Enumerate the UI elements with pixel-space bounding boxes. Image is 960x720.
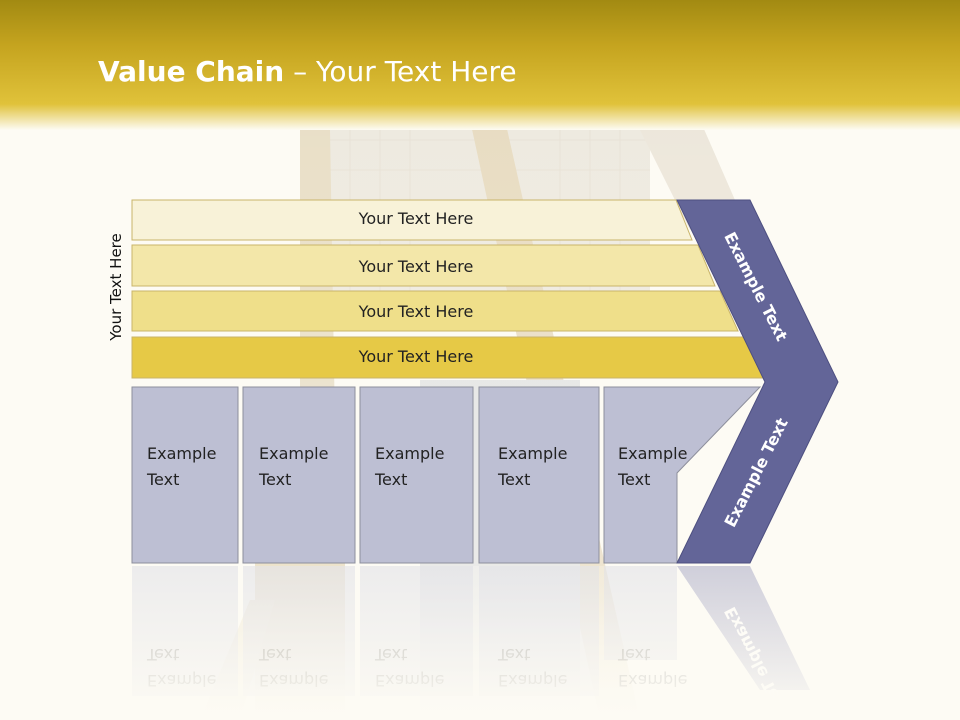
page-title-bold: Value Chain: [98, 55, 285, 88]
band-2: [131, 244, 716, 287]
page-title: Value Chain – Your Text Here: [98, 55, 517, 88]
band-4-label: Your Text Here: [358, 347, 474, 366]
box-5-line1: Example: [618, 444, 687, 463]
boxes-group: Example Text Example Text Example Text E…: [131, 386, 762, 564]
margin-chevron: [676, 199, 839, 564]
activity-box-5: [603, 386, 762, 564]
box-4-line2: Text: [497, 470, 530, 489]
side-label: Your Text Here: [107, 233, 125, 341]
box-5-line2: Text: [617, 470, 650, 489]
band-2-label: Your Text Here: [358, 257, 474, 276]
band-3-label: Your Text Here: [358, 302, 474, 321]
reflection-fade: [120, 566, 860, 720]
box-1-line2: Text: [146, 470, 179, 489]
box-4-line1: Example: [498, 444, 567, 463]
page-title-rest: – Your Text Here: [284, 55, 517, 88]
box-1-line1: Example: [147, 444, 216, 463]
activity-box-1: [131, 386, 239, 564]
band-1: [131, 199, 693, 241]
band-3: [131, 290, 739, 332]
box-2-line1: Example: [259, 444, 328, 463]
band-1-label: Your Text Here: [358, 209, 474, 228]
box-2-line2: Text: [258, 470, 291, 489]
activity-box-3: [359, 386, 474, 564]
box-3-line2: Text: [374, 470, 407, 489]
bands-group: Your Text Here Your Text Here Your Text …: [131, 199, 764, 379]
activity-box-2: [242, 386, 356, 564]
box-3-line1: Example: [375, 444, 444, 463]
activity-box-4: [478, 386, 600, 564]
header-band: [0, 0, 960, 130]
